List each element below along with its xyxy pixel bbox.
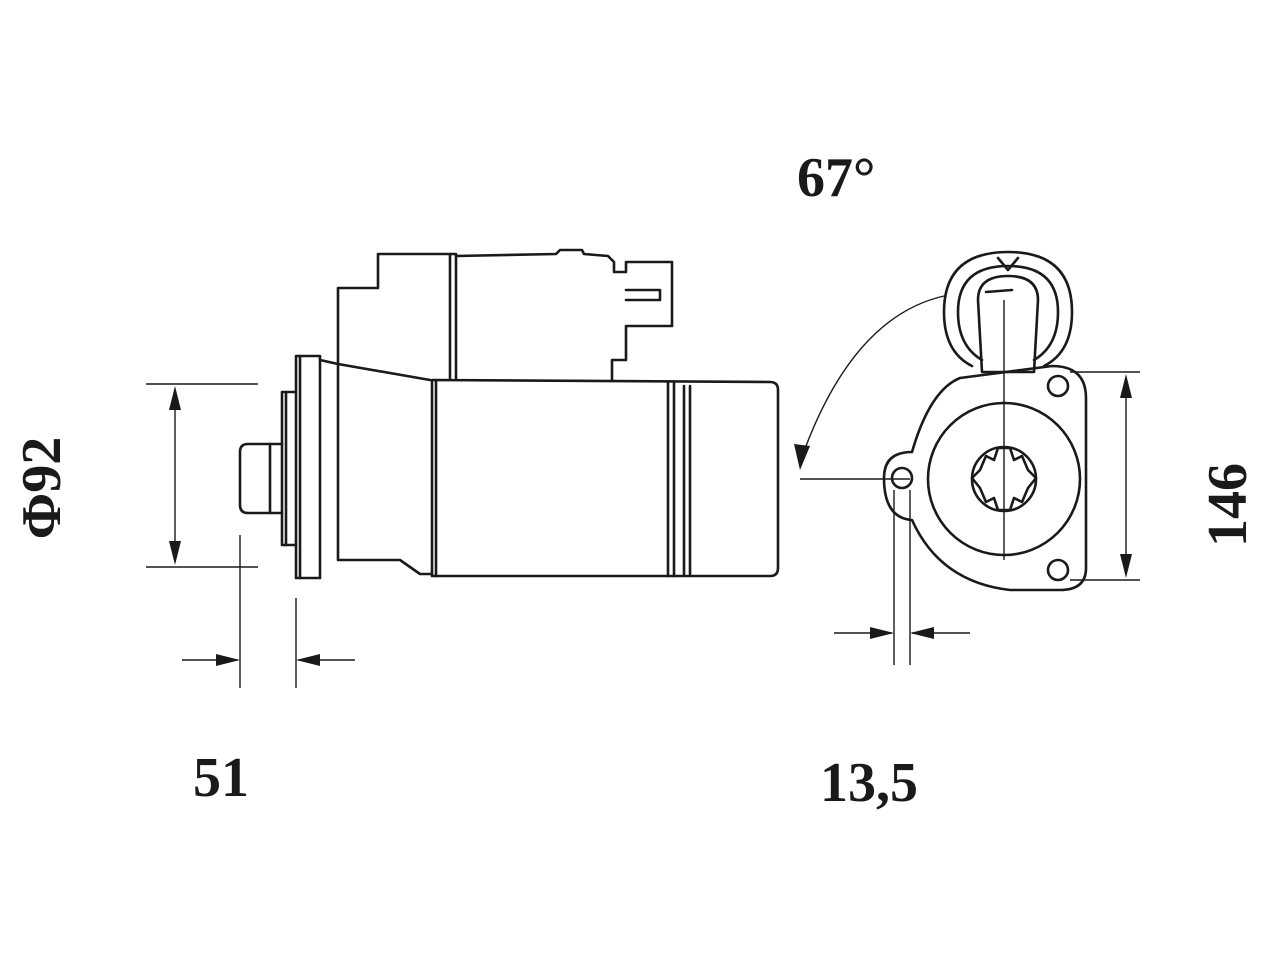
pinion-shaft (238, 442, 284, 515)
diameter-dimension (146, 383, 258, 568)
offset-label: 13,5 (820, 752, 918, 814)
mount-hole-left (890, 466, 914, 490)
height-dimension (1070, 371, 1140, 581)
mount-hole-bottom (1046, 558, 1070, 582)
offset-dimension (834, 490, 970, 665)
solenoid (336, 252, 458, 380)
front-flange (882, 364, 1088, 592)
motor-body (430, 378, 780, 578)
diameter-label: Φ92 (11, 436, 73, 540)
solenoid-cap (942, 250, 1074, 368)
front-view (800, 250, 1088, 592)
angle-dimension (794, 295, 945, 470)
mounting-flange (294, 354, 322, 580)
length-label: 51 (193, 747, 249, 809)
drive-housing (318, 358, 434, 576)
length-dimension (182, 535, 355, 688)
side-view (238, 248, 780, 580)
flange-step (280, 390, 298, 547)
angle-label: 67° (797, 147, 876, 209)
mount-hole-top (1046, 374, 1070, 398)
height-label: 146 (1197, 463, 1259, 547)
